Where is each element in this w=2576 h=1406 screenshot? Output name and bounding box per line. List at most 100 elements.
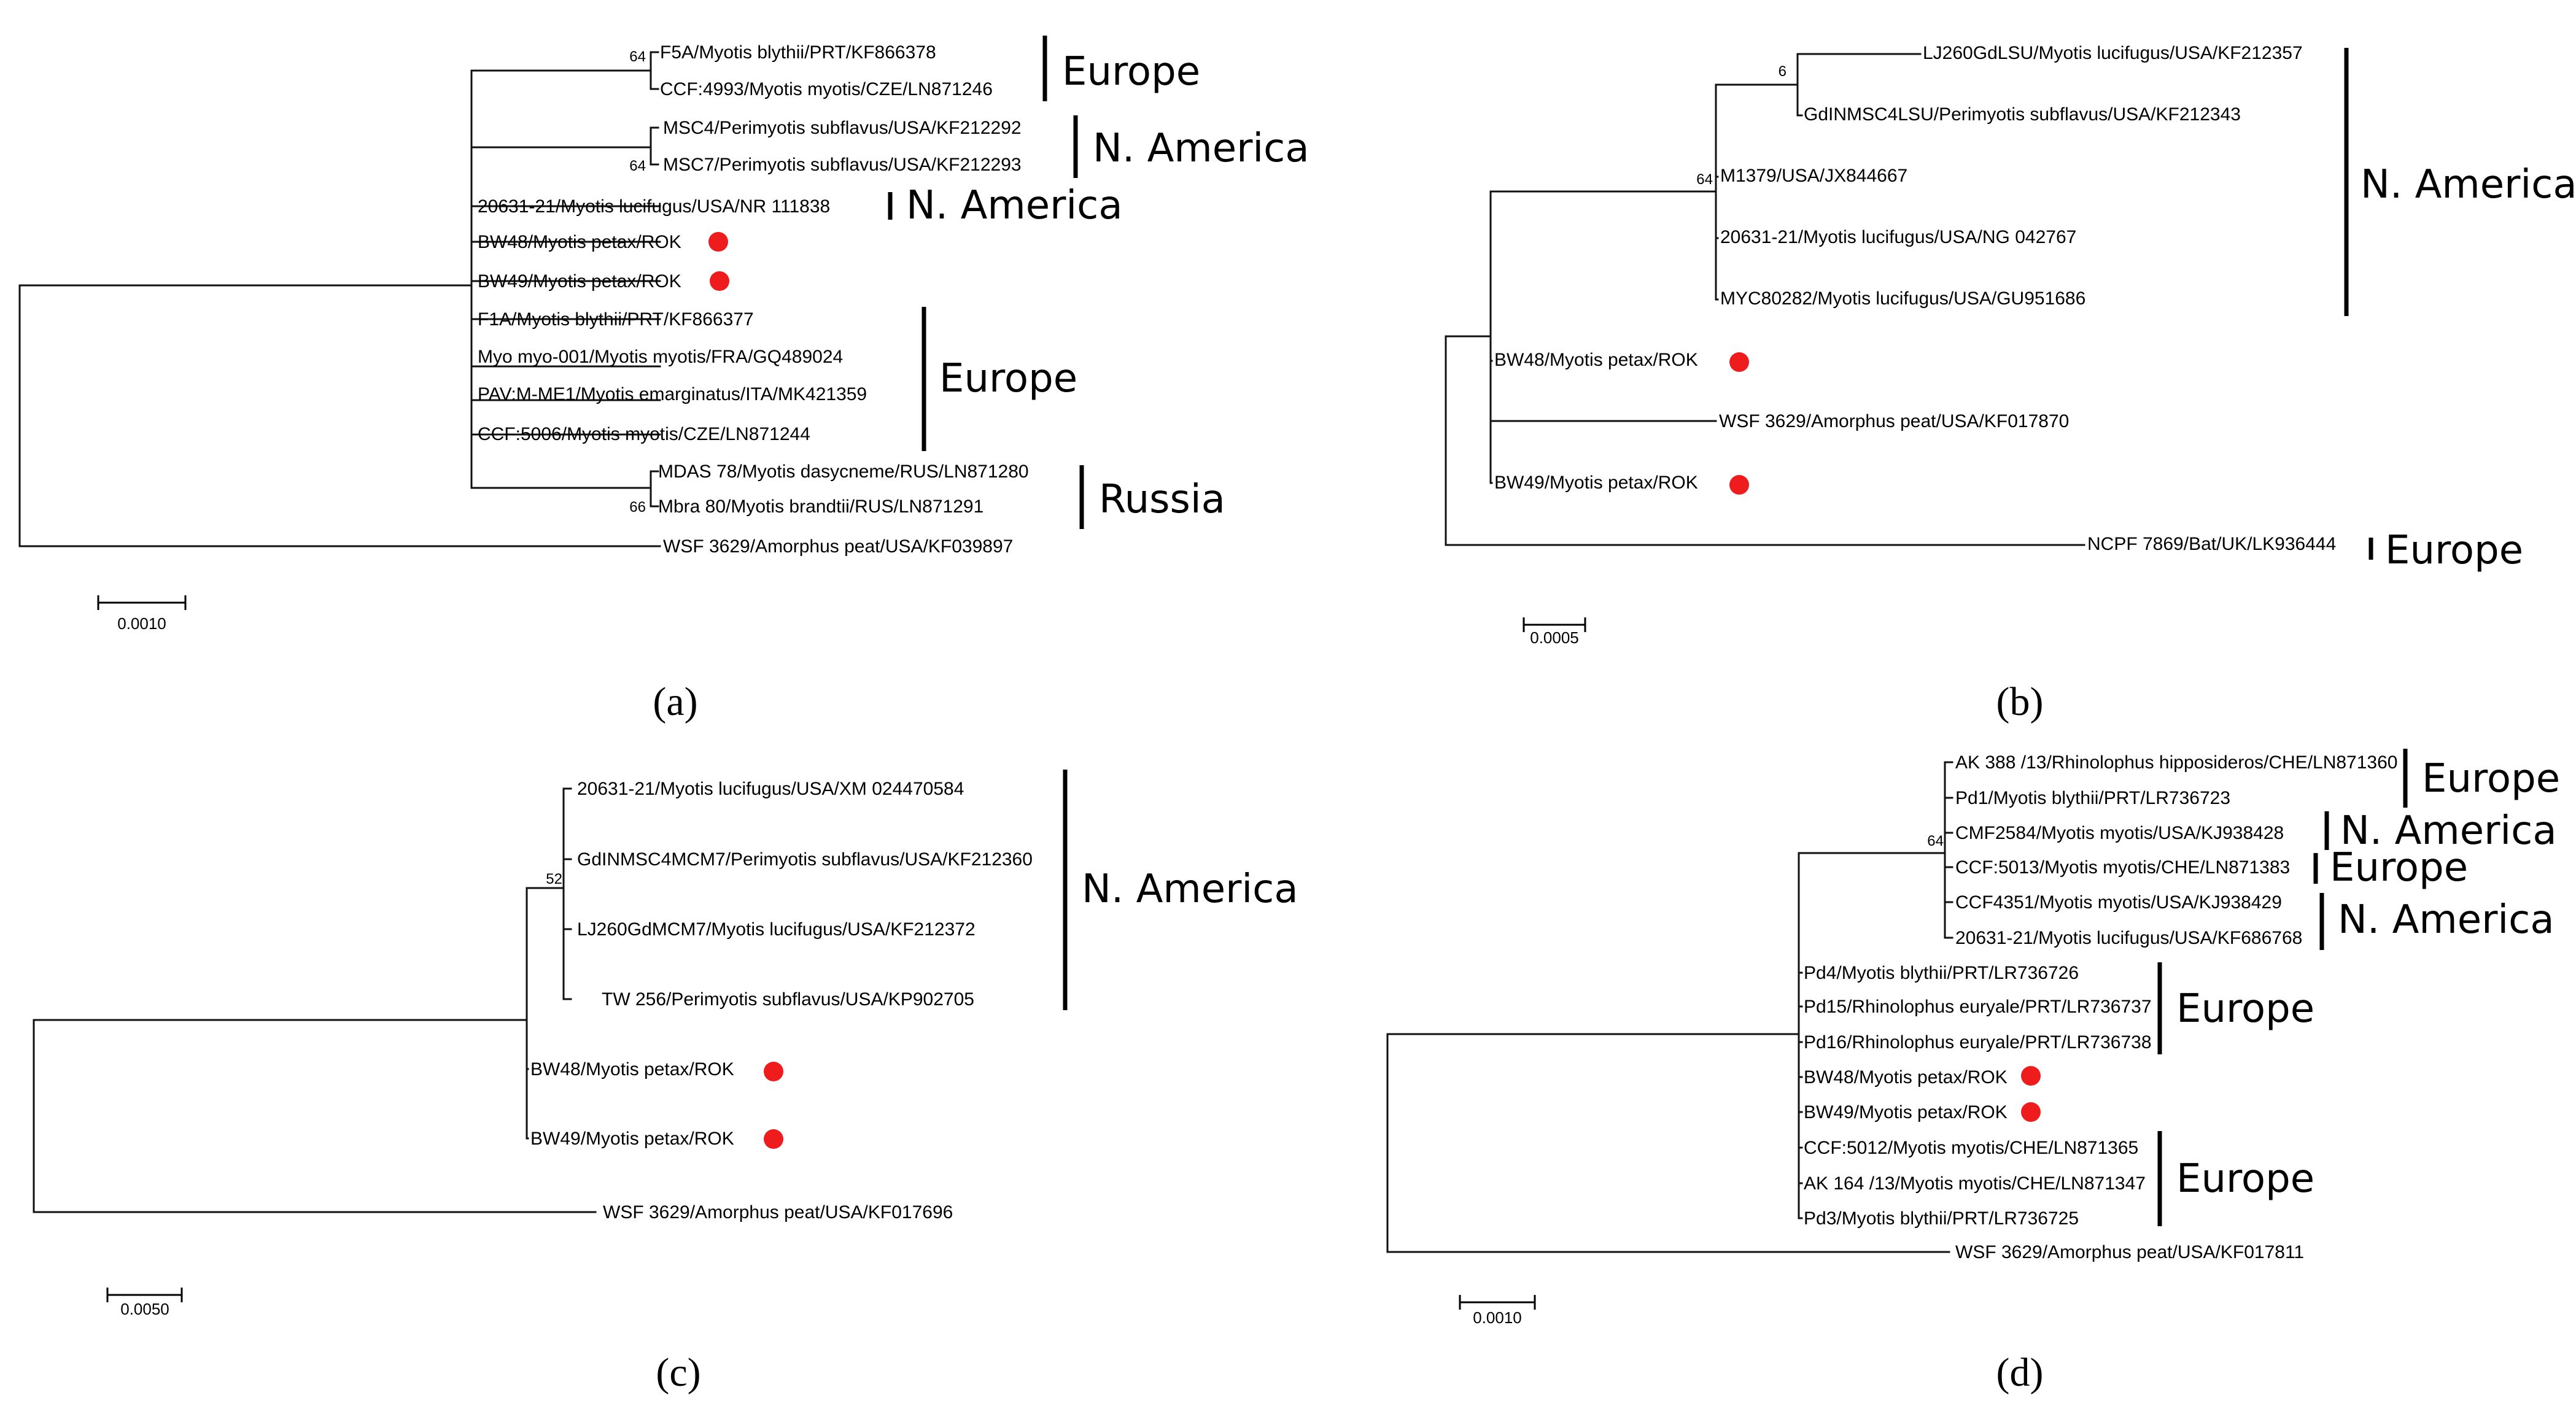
- panel-d-leaf: Pd1/Myotis blythii/PRT/LR736723: [1955, 788, 2230, 808]
- panel-b-leaf: GdINMSC4LSU/Perimyotis subflavus/USA/KF2…: [1804, 104, 2241, 125]
- panel-a-leaf: CCF:4993/Myotis myotis/CZE/LN871246: [660, 79, 993, 99]
- panel-d-subclade: [1944, 761, 1953, 939]
- panel-d-leaf: CMF2584/Myotis myotis/USA/KJ938428: [1955, 823, 2284, 843]
- panel-a-leaf: MSC7/Perimyotis subflavus/USA/KF212293: [663, 155, 1022, 175]
- panel-a-root-branch: [18, 284, 661, 547]
- panel-c-root-branch: [33, 1019, 597, 1213]
- panel-c-inner-clade: [526, 887, 565, 1140]
- panel-b-leaf: BW49/Myotis petax/ROK: [1494, 473, 1698, 493]
- panel-d-bootstrap-1: 64: [1927, 833, 1944, 849]
- panel-b-leaf: MYC80282/Myotis lucifugus/USA/GU951686: [1720, 288, 2085, 309]
- panel-d-region-label: N. America: [2340, 808, 2557, 854]
- panel-c-bootstrap-1: 52: [546, 871, 562, 887]
- panel-a-bootstrap-3: 66: [629, 499, 646, 516]
- panel-a-scale-bar: [97, 595, 187, 610]
- panel-a-region-label: N. America: [1093, 126, 1309, 171]
- panel-a-bootstrap-2: 64: [629, 158, 646, 174]
- panel-d-scale-bar: [1459, 1295, 1536, 1310]
- panel-a-leaf: Myo myo-001/Myotis myotis/FRA/GQ489024: [478, 347, 843, 367]
- panel-d-root-branch: [1386, 1033, 1950, 1253]
- panel-a-leaf: Mbra 80/Myotis brandtii/RUS/LN871291: [658, 496, 983, 517]
- panel-a-leaf: F1A/Myotis blythii/PRT/KF866377: [478, 309, 754, 330]
- korean-sample-marker: [710, 271, 729, 291]
- panel-a-leaf: CCF:5006/Myotis myotis/CZE/LN871244: [478, 424, 810, 444]
- panel-b-region-label: Europe: [2385, 528, 2523, 573]
- panel-c-leaf: BW48/Myotis petax/ROK: [530, 1059, 734, 1080]
- panel-b-leaf: LJ260GdLSU/Myotis lucifugus/USA/KF212357: [1923, 43, 2303, 63]
- panel-b-scale-bar: [1523, 617, 1586, 632]
- panel-d-region-label: Europe: [2176, 986, 2314, 1032]
- panel-b-label: (b): [1996, 679, 2044, 724]
- korean-sample-marker: [1729, 352, 1749, 372]
- panel-d-label: (d): [1996, 1350, 2044, 1395]
- panel-b-leaf: NCPF 7869/Bat/UK/LK936444: [2087, 534, 2336, 554]
- panel-d-leaf: AK 164 /13/Myotis myotis/CHE/LN871347: [1804, 1173, 2146, 1194]
- korean-sample-marker: [2021, 1066, 2041, 1086]
- panel-a-leaf: PAV:M-ME1/Myotis emarginatus/ITA/MK42135…: [478, 384, 867, 404]
- panel-a-bootstrap-1: 64: [629, 48, 646, 65]
- panel-a-leaf: MDAS 78/Myotis dasycneme/RUS/LN871280: [658, 462, 1029, 482]
- panel-d-leaf: CCF:5013/Myotis myotis/CHE/LN871383: [1955, 857, 2290, 878]
- panel-b-root-branch: [1445, 335, 2085, 546]
- panel-b-tree: 6 64 LJ260GdLSU/Myotis lucifugus/USA/KF2…: [1445, 43, 2576, 724]
- panel-a-branches: [18, 51, 661, 547]
- panel-b-leaf: M1379/USA/JX844667: [1720, 166, 1907, 186]
- panel-d-leaf: CCF:5012/Myotis myotis/CHE/LN871365: [1804, 1138, 2138, 1158]
- panel-a-leaf: WSF 3629/Amorphus peat/USA/KF039897: [663, 536, 1013, 557]
- panel-d-leaf: Pd3/Myotis blythii/PRT/LR736725: [1804, 1208, 2079, 1229]
- panel-c-region-label: N. America: [1082, 867, 1298, 912]
- korean-sample-marker: [764, 1129, 783, 1149]
- panel-c-leaf: WSF 3629/Amorphus peat/USA/KF017696: [603, 1202, 953, 1223]
- panel-d-leaf: WSF 3629/Amorphus peat/USA/KF017811: [1955, 1242, 2304, 1262]
- panel-b-leaf: WSF 3629/Amorphus peat/USA/KF017870: [1719, 411, 2069, 431]
- panel-b-usa-clade: [1715, 83, 1799, 301]
- panel-a-tree: 64 64 66 F5A/Myotis blythii/PRT/KF866378…: [18, 36, 1309, 724]
- panel-d-main-clade: [1798, 852, 1946, 1219]
- panel-a-region-label: Europe: [1062, 49, 1200, 95]
- panel-d-region-label: Europe: [2422, 756, 2560, 801]
- panel-b-inner-clade: [1489, 190, 1717, 484]
- panel-c-leaf: LJ260GdMCM7/Myotis lucifugus/USA/KF21237…: [577, 919, 976, 940]
- panel-a-scale-label: 0.0010: [117, 614, 166, 633]
- panel-b-leaf: 20631-21/Myotis lucifugus/USA/NG 042767: [1720, 227, 2076, 247]
- panel-a-main-clade: [470, 69, 661, 489]
- panel-d-leaf: Pd15/Rhinolophus euryale/PRT/LR736737: [1804, 997, 2152, 1017]
- panel-d-leaf: Pd4/Myotis blythii/PRT/LR736726: [1804, 963, 2079, 983]
- korean-sample-marker: [764, 1062, 783, 1081]
- panel-d-leaf: CCF4351/Myotis myotis/USA/KJ938429: [1955, 892, 2282, 913]
- panel-b-branches: [1445, 53, 2085, 546]
- panel-a-region-label: Europe: [939, 356, 1077, 401]
- panel-d-leaf: Pd16/Rhinolophus euryale/PRT/LR736738: [1804, 1032, 2152, 1053]
- panel-c-usa-clade: [562, 787, 572, 1000]
- panel-c-leaf: 20631-21/Myotis lucifugus/USA/XM 0244705…: [577, 779, 964, 799]
- panel-c-leaf: GdINMSC4MCM7/Perimyotis subflavus/USA/KF…: [577, 849, 1033, 870]
- panel-b-bootstrap-2: 64: [1696, 171, 1713, 188]
- panel-a-label: (a): [653, 679, 697, 724]
- panel-c-scale-label: 0.0050: [120, 1300, 169, 1318]
- panel-d-tree: 64 AK 388 /13/Rhinolophus hipposideros/C…: [1386, 749, 2560, 1395]
- panel-a-leaf: F5A/Myotis blythii/PRT/KF866378: [660, 42, 936, 63]
- panel-d-leaf: BW48/Myotis petax/ROK: [1804, 1067, 2008, 1087]
- panel-b-bootstrap-1: 6: [1779, 63, 1787, 80]
- panel-c-leaf: BW49/Myotis petax/ROK: [530, 1129, 734, 1149]
- korean-sample-marker: [1729, 475, 1749, 495]
- panel-d-region-label: Europe: [2330, 845, 2468, 890]
- panel-b-leaf: BW48/Myotis petax/ROK: [1494, 350, 1698, 370]
- panel-a-leaf: 20631-21/Myotis lucifugus/USA/NR 111838: [478, 196, 830, 217]
- panel-c-leaf: TW 256/Perimyotis subflavus/USA/KP902705: [602, 989, 974, 1010]
- panel-b-subclade: [1796, 53, 1922, 117]
- panel-c-label: (c): [656, 1350, 700, 1395]
- panel-c-scale-bar: [106, 1288, 183, 1302]
- panel-d-leaf: 20631-21/Myotis lucifugus/USA/KF686768: [1955, 928, 2302, 948]
- panel-c-branches: [33, 787, 597, 1213]
- panel-a-leaf: MSC4/Perimyotis subflavus/USA/KF212292: [663, 118, 1022, 138]
- panel-a-region-label: N. America: [906, 183, 1123, 228]
- panel-d-leaf: AK 388 /13/Rhinolophus hipposideros/CHE/…: [1955, 752, 2397, 773]
- panel-d-region-label: N. America: [2338, 897, 2555, 943]
- panel-a-leaf: BW48/Myotis petax/ROK: [478, 232, 681, 252]
- panel-a-region-label: Russia: [1099, 477, 1225, 522]
- panel-d-region-label: Europe: [2176, 1156, 2314, 1202]
- panel-d-scale-label: 0.0010: [1473, 1308, 1522, 1327]
- panel-a-subclades: [650, 51, 659, 508]
